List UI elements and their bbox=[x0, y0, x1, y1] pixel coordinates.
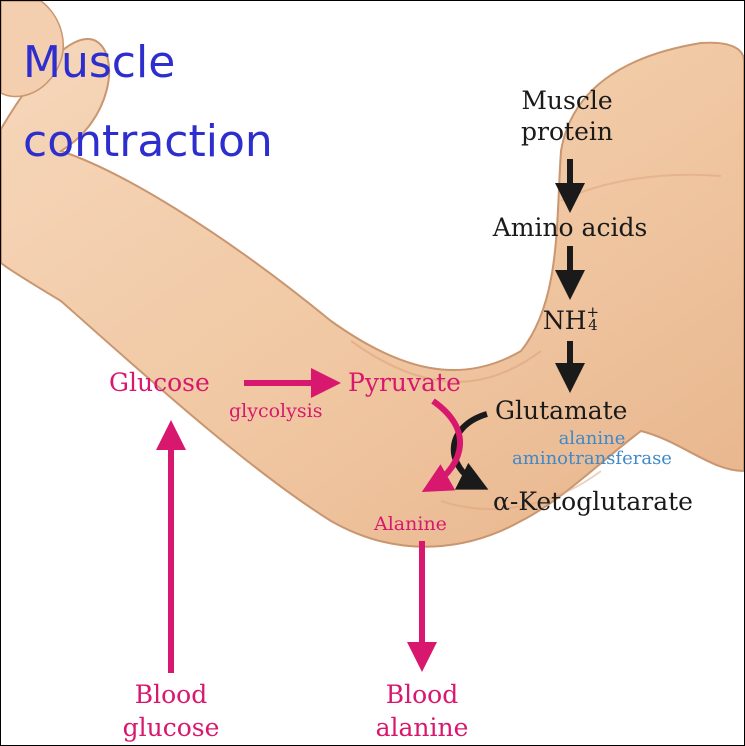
title-line-2: contraction bbox=[23, 113, 273, 171]
blood-alanine-label: Blood alanine bbox=[376, 678, 469, 744]
glutamate-label: Glutamate bbox=[495, 396, 627, 425]
blood-alanine-line-1: Blood bbox=[376, 678, 469, 711]
blood-glucose-line-2: glucose bbox=[123, 711, 220, 744]
enzyme-line-1: alanine bbox=[512, 429, 672, 449]
glycolysis-label: glycolysis bbox=[229, 400, 322, 422]
title-line-1: Muscle bbox=[23, 34, 175, 92]
enzyme-label: alanine aminotransferase bbox=[512, 429, 672, 469]
blood-glucose-label: Blood glucose bbox=[123, 678, 220, 744]
blood-glucose-line-1: Blood bbox=[123, 678, 220, 711]
amino-acids-label: Amino acids bbox=[493, 213, 648, 242]
ammonium-label: NH+4 bbox=[543, 306, 599, 335]
ammonium-charge: +4 bbox=[587, 306, 600, 332]
alpha-ketoglutarate-label: α-Ketoglutarate bbox=[493, 487, 693, 516]
muscle-protein-line-1: Muscle bbox=[521, 85, 613, 116]
blood-alanine-line-2: alanine bbox=[376, 711, 469, 744]
alanine-label: Alanine bbox=[374, 513, 447, 535]
muscle-protein-line-2: protein bbox=[521, 116, 613, 147]
ammonium-base: NH bbox=[543, 306, 587, 335]
pyruvate-label: Pyruvate bbox=[348, 368, 461, 397]
muscle-protein-label: Muscle protein bbox=[521, 85, 613, 147]
glucose-label: Glucose bbox=[109, 368, 210, 397]
ammonium-sub: 4 bbox=[587, 319, 600, 332]
enzyme-line-2: aminotransferase bbox=[512, 449, 672, 469]
